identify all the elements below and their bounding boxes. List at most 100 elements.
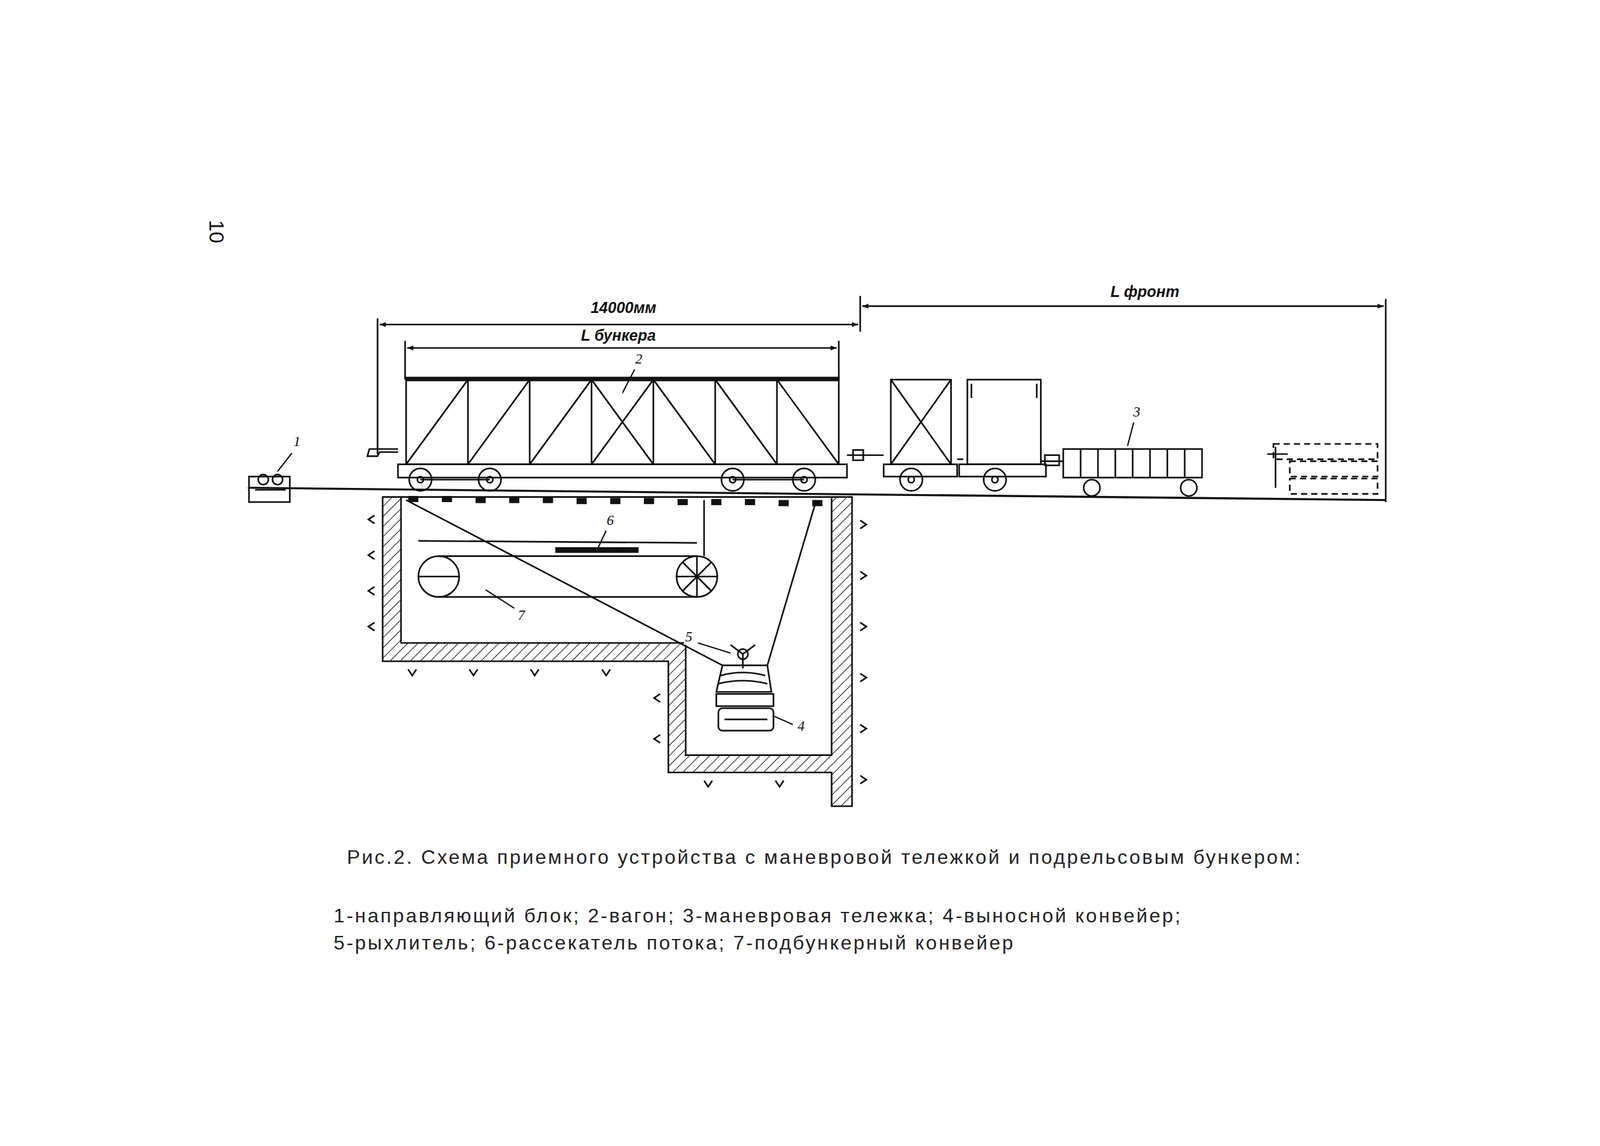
rail-track — [744, 499, 756, 506]
shunting-trolley — [1083, 479, 1101, 496]
drawing-line — [247, 295, 1386, 806]
dimension-label: L фронт — [1107, 283, 1182, 301]
hopper-wagon — [776, 379, 839, 464]
rail-track — [812, 500, 823, 507]
figure-caption: Рис.2. Схема приемного устройства с мане… — [282, 843, 1367, 872]
shunting-trolley — [1080, 449, 1082, 478]
rail-track — [778, 500, 790, 507]
dimension-line — [859, 295, 862, 332]
dimension-line — [837, 340, 840, 380]
callout-number: 7 — [516, 607, 527, 623]
wagon — [970, 383, 973, 398]
leader-line — [1127, 422, 1134, 447]
rail-track — [643, 497, 655, 504]
callout-number: 6 — [605, 512, 616, 528]
guide-block — [255, 489, 286, 492]
rail-track — [247, 487, 1386, 501]
pit-wall — [368, 497, 867, 807]
rail-track — [576, 497, 588, 504]
page-number: 10 — [204, 219, 228, 244]
wagon — [967, 379, 1041, 464]
leader-line — [277, 369, 1135, 725]
legend-text: 5-рыхлитель; 6-рассекатель потока; 7-под… — [333, 929, 1016, 957]
wagon — [1035, 383, 1038, 398]
leader-line — [698, 642, 731, 654]
wagon — [883, 379, 1064, 492]
hopper-wagon — [652, 379, 655, 464]
discharge-conveyor — [716, 693, 774, 707]
legend-text: 1-направляющий блок; 2-вагон; 3-маневров… — [333, 901, 1183, 930]
dimension-label: 14000мм — [588, 299, 660, 317]
rail-track — [508, 497, 520, 504]
hopper-wagon — [467, 379, 469, 464]
hopper-wagon — [715, 379, 777, 464]
wagon — [991, 476, 999, 483]
shunting-trolley — [1166, 449, 1169, 478]
hopper-wagon — [732, 478, 805, 481]
hopper-wagon — [653, 379, 715, 464]
wagon — [1044, 455, 1060, 466]
guide-block — [248, 476, 290, 502]
rail-track — [609, 497, 621, 504]
leader-line — [774, 716, 793, 725]
callout-number: 2 — [633, 351, 644, 367]
under-hopper-conveyor — [418, 556, 459, 597]
loosener — [730, 645, 756, 669]
hopper-wagon — [367, 377, 884, 492]
hopper-wagon — [847, 449, 885, 461]
shunting-trolley — [1184, 449, 1186, 478]
dimension-line — [376, 318, 379, 455]
hopper-wagon — [468, 379, 530, 464]
hopper-wagon — [397, 464, 848, 479]
callout-number: 1 — [292, 434, 302, 450]
callout-number: 3 — [1131, 404, 1142, 420]
discharge-conveyor — [716, 693, 774, 731]
pit-wall — [382, 497, 853, 807]
under-hopper-conveyor — [676, 556, 718, 597]
flow-divider — [418, 540, 697, 553]
leader-line — [598, 530, 607, 548]
front-zone — [1273, 443, 1378, 459]
shunting-trolley — [1131, 449, 1134, 478]
wagon — [900, 468, 923, 491]
rail-track — [710, 499, 722, 506]
leader-line — [622, 369, 635, 394]
callout-number: 4 — [795, 718, 806, 735]
dimension-label: L бункера — [578, 327, 658, 345]
wagon — [890, 379, 952, 464]
shunting-trolley — [1063, 449, 1203, 478]
rail-track — [677, 499, 689, 506]
guide-block — [272, 474, 283, 485]
guide-block — [258, 474, 269, 485]
hopper-funnel — [767, 500, 817, 666]
wagon — [890, 379, 952, 464]
hopper-wagon — [529, 379, 592, 464]
shunting-trolley — [1063, 449, 1203, 496]
wagon — [957, 458, 964, 461]
front-zone — [1290, 478, 1378, 495]
under-hopper-conveyor — [438, 596, 697, 599]
discharge-conveyor — [718, 707, 774, 731]
pit-wall — [368, 515, 867, 787]
dimension-line — [377, 295, 1386, 503]
rail-track — [542, 497, 554, 504]
shunting-trolley — [1149, 449, 1151, 478]
hopper-wagon — [367, 449, 398, 457]
hopper-wagon — [420, 478, 490, 481]
hopper-funnel — [702, 500, 705, 557]
rail-track — [475, 497, 487, 504]
discharge-conveyor — [724, 718, 768, 721]
under-hopper-conveyor — [438, 555, 697, 557]
dimension-line — [379, 323, 859, 326]
dimension-line — [407, 346, 837, 349]
loosener — [718, 672, 768, 684]
front-zone — [1267, 443, 1378, 494]
hopper-funnel — [406, 500, 817, 666]
wagon — [983, 468, 1007, 491]
front-zone — [1290, 461, 1378, 477]
dimension-line — [862, 305, 1384, 308]
hopper-wagon — [406, 378, 839, 382]
wagon — [908, 476, 915, 483]
